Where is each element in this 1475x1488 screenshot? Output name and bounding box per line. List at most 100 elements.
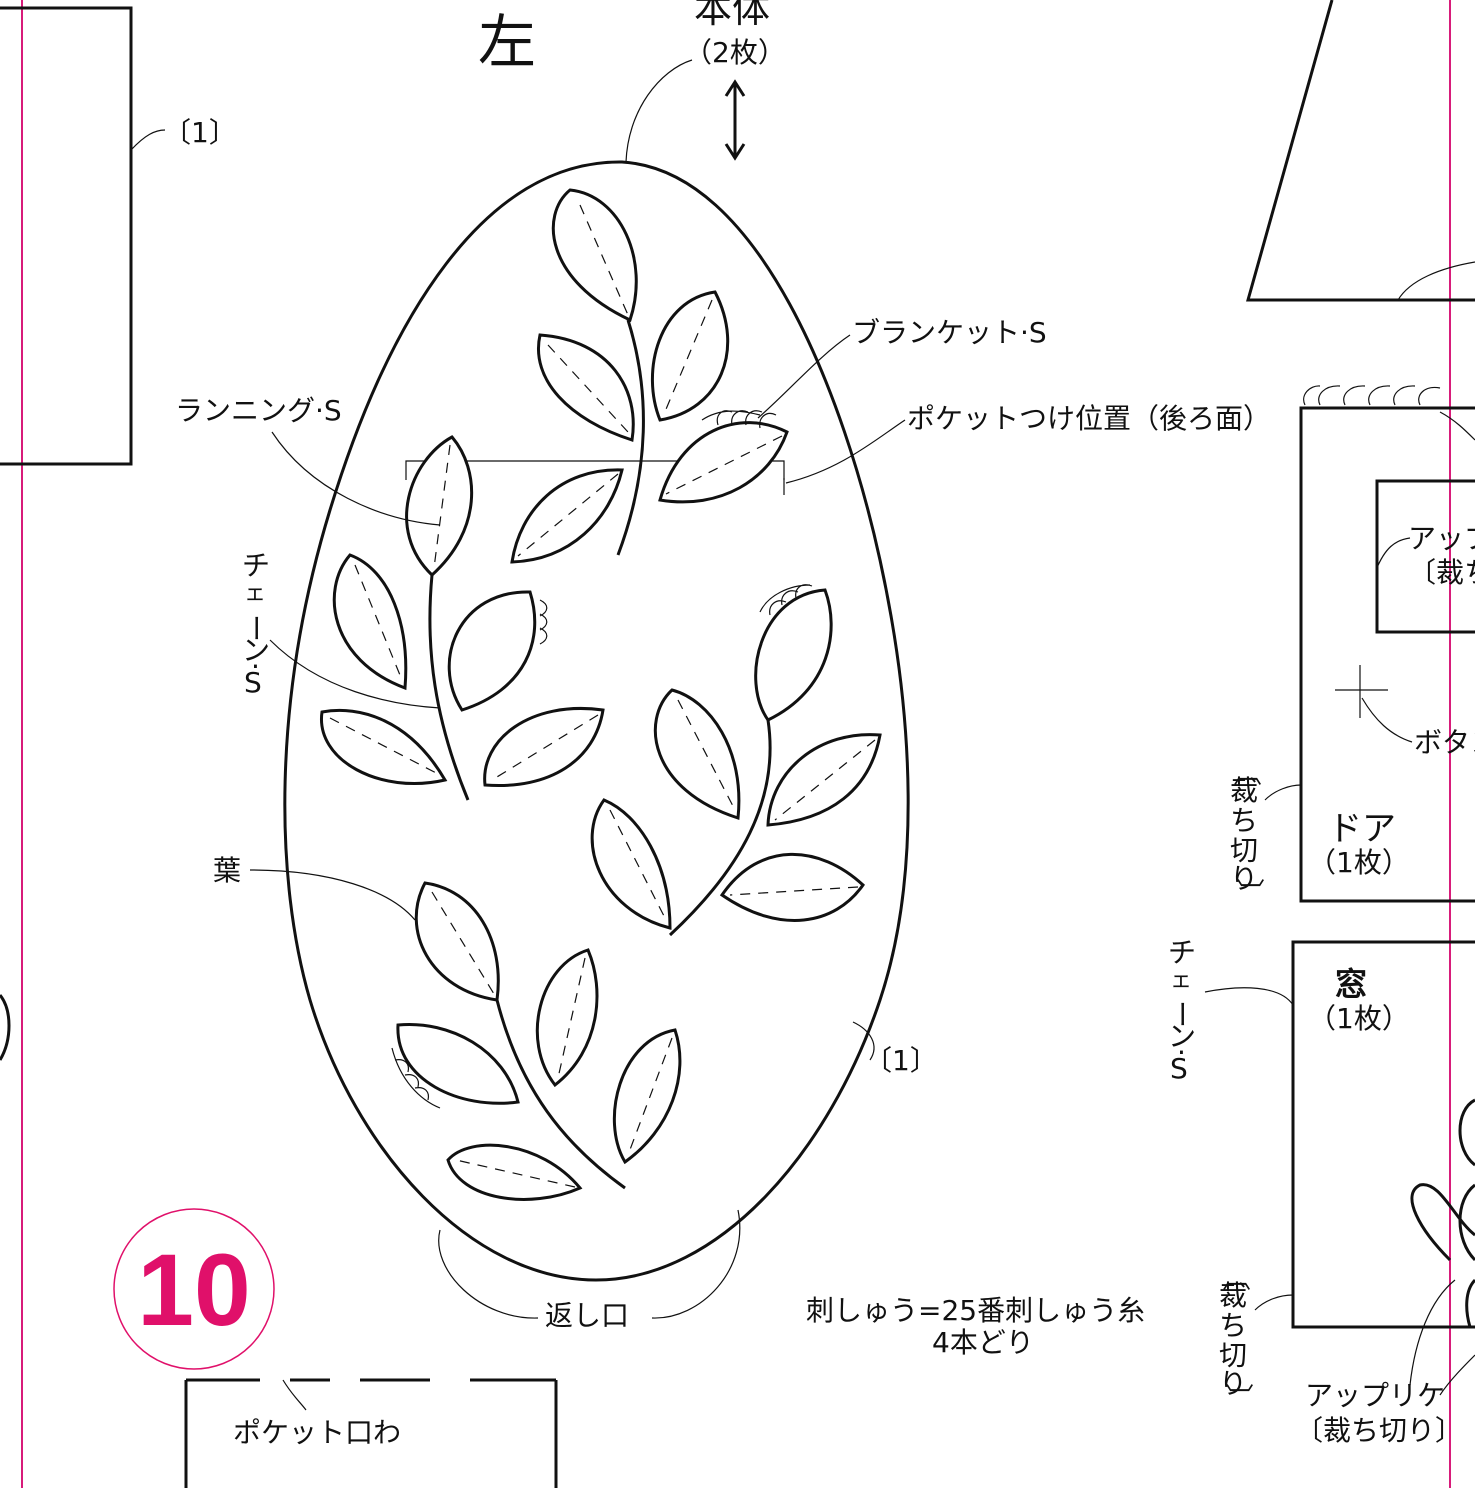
opening-label: 返し口 — [545, 1299, 629, 1332]
door-count: （1枚） — [1308, 846, 1410, 879]
svg-text:〕: 〕 — [1222, 1383, 1255, 1411]
stem — [495, 999, 626, 1190]
roof-outline — [1246, 0, 1475, 302]
animal-applique-shape — [1410, 1098, 1475, 1328]
leaf — [658, 421, 789, 504]
step-number: 10 — [137, 1233, 250, 1347]
side-label: 左 — [478, 8, 536, 76]
svg-text:〔: 〔 — [1219, 1263, 1252, 1291]
svg-text:ー: ー — [239, 614, 272, 642]
leaf-leader — [249, 869, 416, 921]
door-applique-outline — [1375, 479, 1475, 634]
leaf — [332, 553, 408, 691]
svg-text:S: S — [244, 666, 262, 699]
leaf — [414, 881, 500, 1002]
svg-text:切: 切 — [1230, 834, 1258, 867]
leaf-branch-4 — [396, 881, 682, 1201]
thread-note-line-1: 刺しゅう=25番刺しゅう糸 — [806, 1294, 1145, 1327]
leaf — [590, 798, 672, 930]
svg-text:裁: 裁 — [1230, 774, 1258, 807]
svg-text:ン: ン — [242, 634, 270, 667]
roof-leader — [1397, 261, 1475, 301]
svg-text:チ: チ — [1168, 936, 1196, 969]
svg-text:ち: ち — [1230, 804, 1258, 837]
leaf — [446, 1143, 583, 1201]
svg-text:チ: チ — [242, 549, 270, 582]
right-pieces: アップ 〔裁ち ボタン ドア （1枚） 〔 裁 ち 切 り 〕 窓 — [1165, 0, 1475, 1447]
grain-arrow-icon — [724, 79, 746, 161]
leaf-branch-2 — [320, 435, 605, 801]
door-piece: アップ 〔裁ち ボタン ドア （1枚） 〔 裁 ち 切 り 〕 — [1230, 385, 1475, 906]
leaf — [405, 435, 474, 578]
left-piece: 〔1〕 — [0, 6, 237, 1061]
button-label: ボタン — [1414, 726, 1475, 759]
thread-note-line-2: 4本どり — [932, 1326, 1034, 1359]
svg-text:ー: ー — [1165, 1000, 1198, 1028]
leaf — [320, 708, 448, 785]
step-number-badge: 10 — [113, 1208, 275, 1370]
leaf — [483, 707, 605, 788]
svg-text:ェ: ェ — [244, 581, 266, 606]
leaf-branch-3 — [590, 588, 882, 937]
leaf — [651, 290, 730, 422]
leaf-branch-1 — [510, 188, 789, 564]
window-applique-label-1: アップリケ — [1305, 1379, 1445, 1412]
window-name: 窓 — [1335, 965, 1367, 1003]
part-name: 本体 — [694, 0, 770, 31]
svg-text:ェ: ェ — [1170, 968, 1192, 993]
chain-stitch-label-vertical: チ ェ ー ン · S — [239, 549, 272, 699]
window-outline — [1291, 940, 1475, 1329]
running-stitch-label: ランニング·S — [175, 394, 342, 427]
blanket-stitch-marks — [391, 410, 813, 1109]
pocket-position-line — [405, 460, 785, 480]
pocket-piece: ポケット口わ — [184, 1378, 558, 1488]
pocket-position-leader — [785, 419, 906, 484]
window-chain-label-vertical: チ ェ ー ン · S — [1165, 936, 1198, 1085]
body-seam-leader — [852, 1021, 875, 1061]
svg-text:裁: 裁 — [1219, 1279, 1247, 1312]
svg-text:〕: 〕 — [1233, 878, 1266, 906]
part-count: （2枚） — [684, 36, 786, 69]
opening-leader-left — [438, 1229, 539, 1319]
window-count: （1枚） — [1308, 1002, 1410, 1035]
svg-text:ン: ン — [1168, 1020, 1196, 1053]
blanket-stitch-label: ブランケット·S — [852, 316, 1047, 349]
leaf — [447, 590, 537, 712]
leaf-label: 葉 — [213, 854, 241, 887]
running-stitch-leader — [271, 431, 441, 526]
left-seam-label: 〔1〕 — [163, 116, 237, 149]
body-count-leader — [625, 59, 693, 163]
window-cutoff-label-vertical: 〔 裁 ち 切 り 〕 — [1219, 1263, 1255, 1411]
leaf — [535, 948, 599, 1088]
blanket-stitch-leader — [757, 334, 851, 419]
door-applique-label-1: アップ — [1408, 522, 1475, 555]
body-seam-label: 〔1〕 — [864, 1044, 938, 1077]
chain-stitch-leader — [269, 639, 441, 709]
stem — [428, 574, 470, 801]
pocket-position-label: ポケットつけ位置（後ろ面） — [907, 402, 1271, 435]
window-applique-label-2: 〔裁ち切り〕 — [1295, 1414, 1463, 1447]
window-piece: 窓 （1枚） チ ェ ー ン · S 〔 裁 ち 切 り 〕 — [1165, 936, 1475, 1447]
leaf — [551, 188, 638, 323]
leaf — [754, 588, 833, 722]
body-piece: 左 本体 （2枚） ポケットつけ位置（後ろ面） — [113, 0, 1271, 1488]
leaf — [612, 1028, 682, 1165]
svg-text:〔: 〔 — [1230, 758, 1263, 786]
svg-text:ち: ち — [1219, 1309, 1247, 1342]
svg-text:S: S — [1170, 1052, 1188, 1085]
leaf — [719, 852, 865, 922]
stem — [616, 319, 645, 556]
svg-text:·: · — [251, 650, 260, 683]
svg-text:り: り — [1219, 1367, 1247, 1400]
left-piece-outline — [0, 6, 133, 466]
svg-text:り: り — [1230, 862, 1258, 895]
leaf — [653, 688, 741, 820]
left-curve-fragment — [0, 994, 11, 1061]
svg-text:·: · — [1177, 1036, 1186, 1069]
body-outline — [283, 160, 910, 1282]
leaf — [510, 468, 624, 564]
door-outline — [1299, 406, 1475, 903]
blanket-stitch-marks — [1303, 385, 1441, 406]
left-seam-leader — [130, 129, 166, 151]
